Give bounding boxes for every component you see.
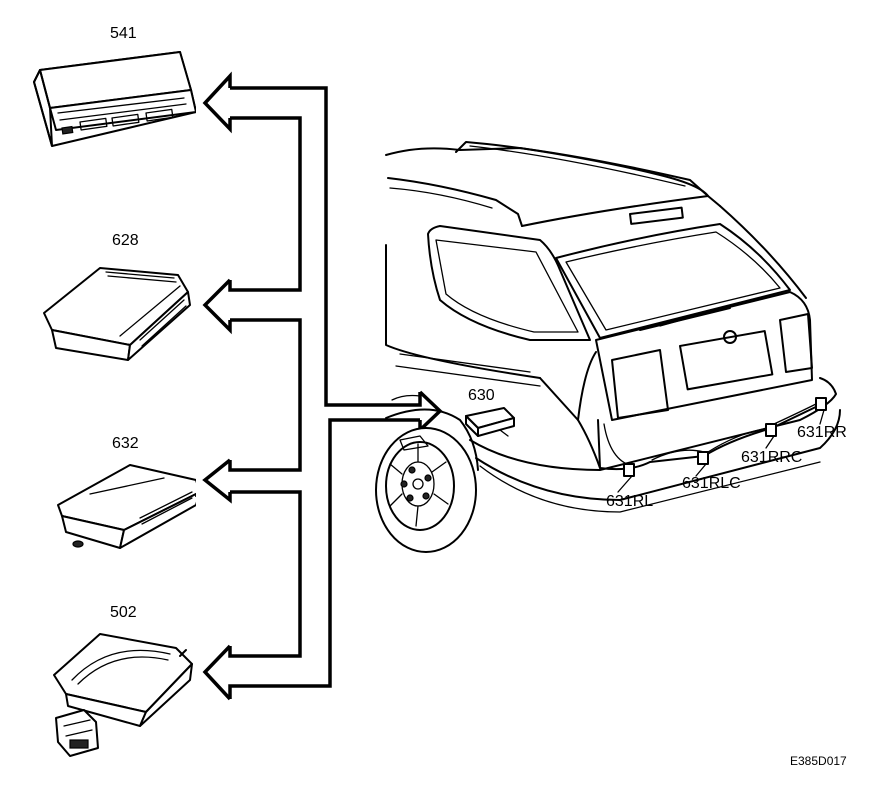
- label-632: 632: [112, 435, 139, 452]
- module-628: [43, 267, 191, 361]
- label-630: 630: [468, 387, 495, 404]
- module-632: [57, 464, 205, 549]
- module-541-radio-unit: [33, 51, 197, 147]
- car-rear-view: [375, 141, 841, 553]
- module-630: [465, 407, 515, 437]
- rear-wheel: [375, 427, 477, 553]
- label-631RL: 631RL: [606, 493, 653, 510]
- sensor-631RR: [815, 397, 827, 411]
- sensor-631RL: [623, 463, 635, 477]
- label-541: 541: [110, 25, 137, 42]
- sensor-631RLC: [697, 451, 709, 465]
- label-631RRC: 631RRC: [741, 449, 802, 466]
- label-631RR: 631RR: [797, 424, 847, 441]
- sensor-631RRC: [765, 423, 777, 437]
- label-628: 628: [112, 232, 139, 249]
- module-502: [53, 633, 193, 757]
- arrow-area-background: [196, 60, 446, 740]
- label-502: 502: [110, 604, 137, 621]
- arrow-system: [202, 71, 443, 701]
- reference-code: E385D017: [790, 754, 847, 768]
